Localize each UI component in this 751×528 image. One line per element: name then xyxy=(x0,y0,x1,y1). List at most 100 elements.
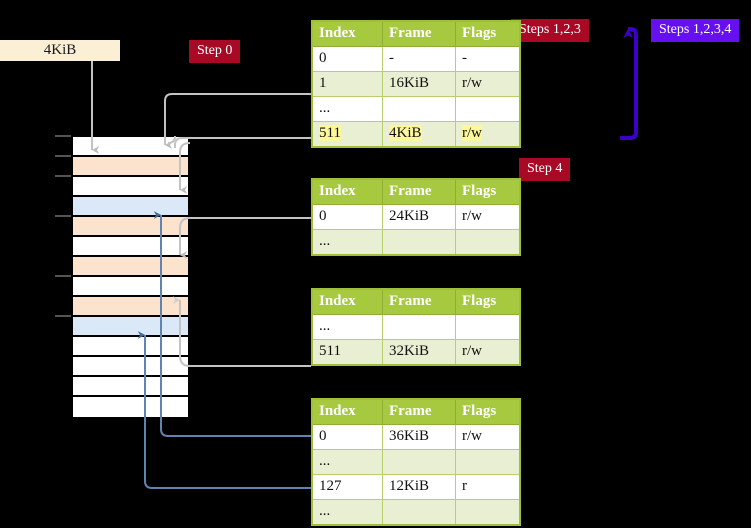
connector-table2-to-memory xyxy=(172,296,311,367)
highlighted-value: 511 xyxy=(319,125,341,141)
table-cell-index: 127 xyxy=(311,474,383,500)
badge-step-4-label: Step 4 xyxy=(527,161,563,176)
table-cell-frame: - xyxy=(382,46,456,72)
memory-row-10 xyxy=(73,337,188,357)
memory-row-9 xyxy=(73,317,188,337)
highlighted-value: r/w xyxy=(462,125,482,141)
table-cell-frame: 32KiB xyxy=(382,339,456,366)
table-row: ... xyxy=(311,499,521,526)
table-cell-flags: r/w xyxy=(455,71,521,97)
table-cell-frame xyxy=(382,499,456,526)
table-cell-index: 511 xyxy=(311,121,383,148)
column-header-index: Index xyxy=(311,288,383,315)
table-cell-frame: 16KiB xyxy=(382,71,456,97)
badge-steps-1234: Steps 1,2,3,4 xyxy=(651,19,740,42)
table-cell-index: ... xyxy=(311,314,383,340)
table-cell-frame xyxy=(382,314,456,340)
table-cell-frame xyxy=(382,449,456,475)
table-cell-flags: r/w xyxy=(455,339,521,366)
table-cell-flags: - xyxy=(455,46,521,72)
memory-row-12 xyxy=(73,377,188,397)
badge-steps-123-label: Steps 1,2,3 xyxy=(519,22,581,37)
table-cell-index: ... xyxy=(311,499,383,526)
table-cell-index: 0 xyxy=(311,424,383,450)
table-cell-flags xyxy=(455,499,521,526)
column-header-index: Index xyxy=(311,178,383,205)
memory-row-2 xyxy=(73,177,188,197)
memory-row-8 xyxy=(73,297,188,317)
memory-row-4 xyxy=(73,217,188,237)
table-cell-flags: r xyxy=(455,474,521,500)
memory-row-13 xyxy=(73,397,188,417)
memory-row-5 xyxy=(73,237,188,257)
table-cell-frame: 24KiB xyxy=(382,204,456,230)
table-cell-flags xyxy=(455,229,521,256)
memory-tick xyxy=(55,175,71,177)
column-header-frame: Frame xyxy=(382,178,456,205)
badge-step-0: Step 0 xyxy=(189,40,241,63)
table-row: 511 4KiB r/w xyxy=(311,121,521,148)
memory-row-0 xyxy=(73,137,188,157)
column-header-frame: Frame xyxy=(382,288,456,315)
table-row: ... xyxy=(311,96,521,122)
table-cell-flags: r/w xyxy=(455,121,521,148)
table-cell-flags: r/w xyxy=(455,424,521,450)
table-cell-index: 0 xyxy=(311,46,383,72)
badge-step-0-label: Step 0 xyxy=(197,43,233,58)
table-cell-index: ... xyxy=(311,96,383,122)
column-header-flags: Flags xyxy=(455,20,521,47)
memory-row-6 xyxy=(73,257,188,277)
table-cell-flags: r/w xyxy=(455,204,521,230)
memory-row-11 xyxy=(73,357,188,377)
table-row: ... xyxy=(311,314,521,340)
connector-steps-1234-loop xyxy=(620,27,638,140)
table-cell-flags xyxy=(455,314,521,340)
memory-row-3 xyxy=(73,197,188,217)
table-row: ... xyxy=(311,229,521,256)
table-cell-flags xyxy=(455,96,521,122)
table-cell-index: 1 xyxy=(311,71,383,97)
table-cell-frame: 4KiB xyxy=(382,121,456,148)
memory-tick xyxy=(55,135,71,137)
table-cell-frame xyxy=(382,96,456,122)
memory-tick xyxy=(55,155,71,157)
table-cell-index: ... xyxy=(311,229,383,256)
frame-size-label: 4KiB xyxy=(0,40,120,61)
memory-row-1 xyxy=(73,157,188,177)
column-header-flags: Flags xyxy=(455,398,521,425)
table-row: ... xyxy=(311,449,521,475)
table-cell-index: ... xyxy=(311,449,383,475)
table-cell-frame: 12KiB xyxy=(382,474,456,500)
highlighted-value: 4KiB xyxy=(389,125,422,141)
physical-memory-column xyxy=(71,135,190,417)
table-cell-index: 511 xyxy=(311,339,383,366)
memory-tick xyxy=(55,215,71,217)
column-header-frame: Frame xyxy=(382,398,456,425)
badge-step-4: Step 4 xyxy=(519,158,571,181)
column-header-flags: Flags xyxy=(455,178,521,205)
connector-memory-to-table1 xyxy=(179,142,311,259)
memory-tick xyxy=(55,275,71,277)
memory-row-7 xyxy=(73,277,188,297)
table-cell-index: 0 xyxy=(311,204,383,230)
column-header-index: Index xyxy=(311,398,383,425)
table-cell-flags xyxy=(455,449,521,475)
table-row: 0-- xyxy=(311,46,521,72)
memory-tick xyxy=(55,315,71,317)
column-header-flags: Flags xyxy=(455,288,521,315)
column-header-frame: Frame xyxy=(382,20,456,47)
